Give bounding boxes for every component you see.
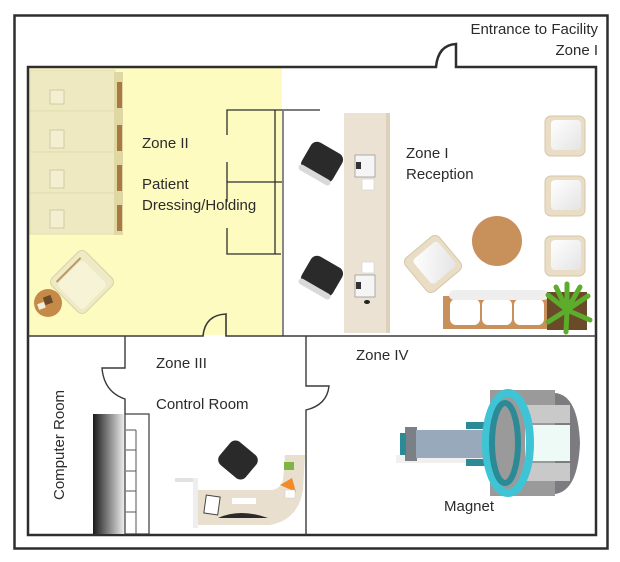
zone-1-title: Zone I bbox=[406, 145, 449, 162]
outer-border bbox=[13, 14, 609, 550]
control-desk bbox=[175, 455, 305, 528]
entrance-label: Entrance to Facility bbox=[470, 21, 598, 38]
zone-3-title: Zone III bbox=[156, 355, 207, 372]
wall-control-zone4 bbox=[305, 336, 330, 535]
computer-2 bbox=[354, 261, 376, 304]
office-chair-control bbox=[218, 440, 258, 480]
building-walls bbox=[26, 42, 598, 537]
zone-3-subtitle: Control Room bbox=[156, 396, 249, 413]
dressing-booths bbox=[226, 109, 320, 255]
zone-1-subtitle: Reception bbox=[406, 166, 474, 183]
office-chair-1 bbox=[298, 141, 344, 186]
mri-magnet bbox=[396, 389, 580, 497]
coffee-table bbox=[472, 216, 522, 266]
computer-room-label: Computer Room bbox=[51, 389, 68, 500]
wall-middle bbox=[28, 313, 596, 337]
wall-computer-control bbox=[101, 336, 126, 535]
computer-1 bbox=[354, 154, 376, 191]
side-table-zone2 bbox=[34, 289, 62, 317]
sofa bbox=[443, 290, 553, 329]
armchair-reception bbox=[403, 234, 463, 294]
magnet-label: Magnet bbox=[444, 498, 495, 515]
zone-2-subtitle-2: Dressing/Holding bbox=[142, 197, 257, 214]
lockers bbox=[29, 69, 123, 235]
server-rack bbox=[93, 413, 150, 535]
armchair-zone2 bbox=[50, 250, 114, 314]
zone-2-title: Zone II bbox=[142, 135, 189, 152]
plant bbox=[545, 281, 593, 335]
entrance-zone-label: Zone I bbox=[555, 42, 598, 59]
office-chair-2 bbox=[298, 255, 344, 300]
zone-4-title: Zone IV bbox=[356, 347, 409, 364]
zone-2-subtitle-1: Patient bbox=[142, 176, 189, 193]
